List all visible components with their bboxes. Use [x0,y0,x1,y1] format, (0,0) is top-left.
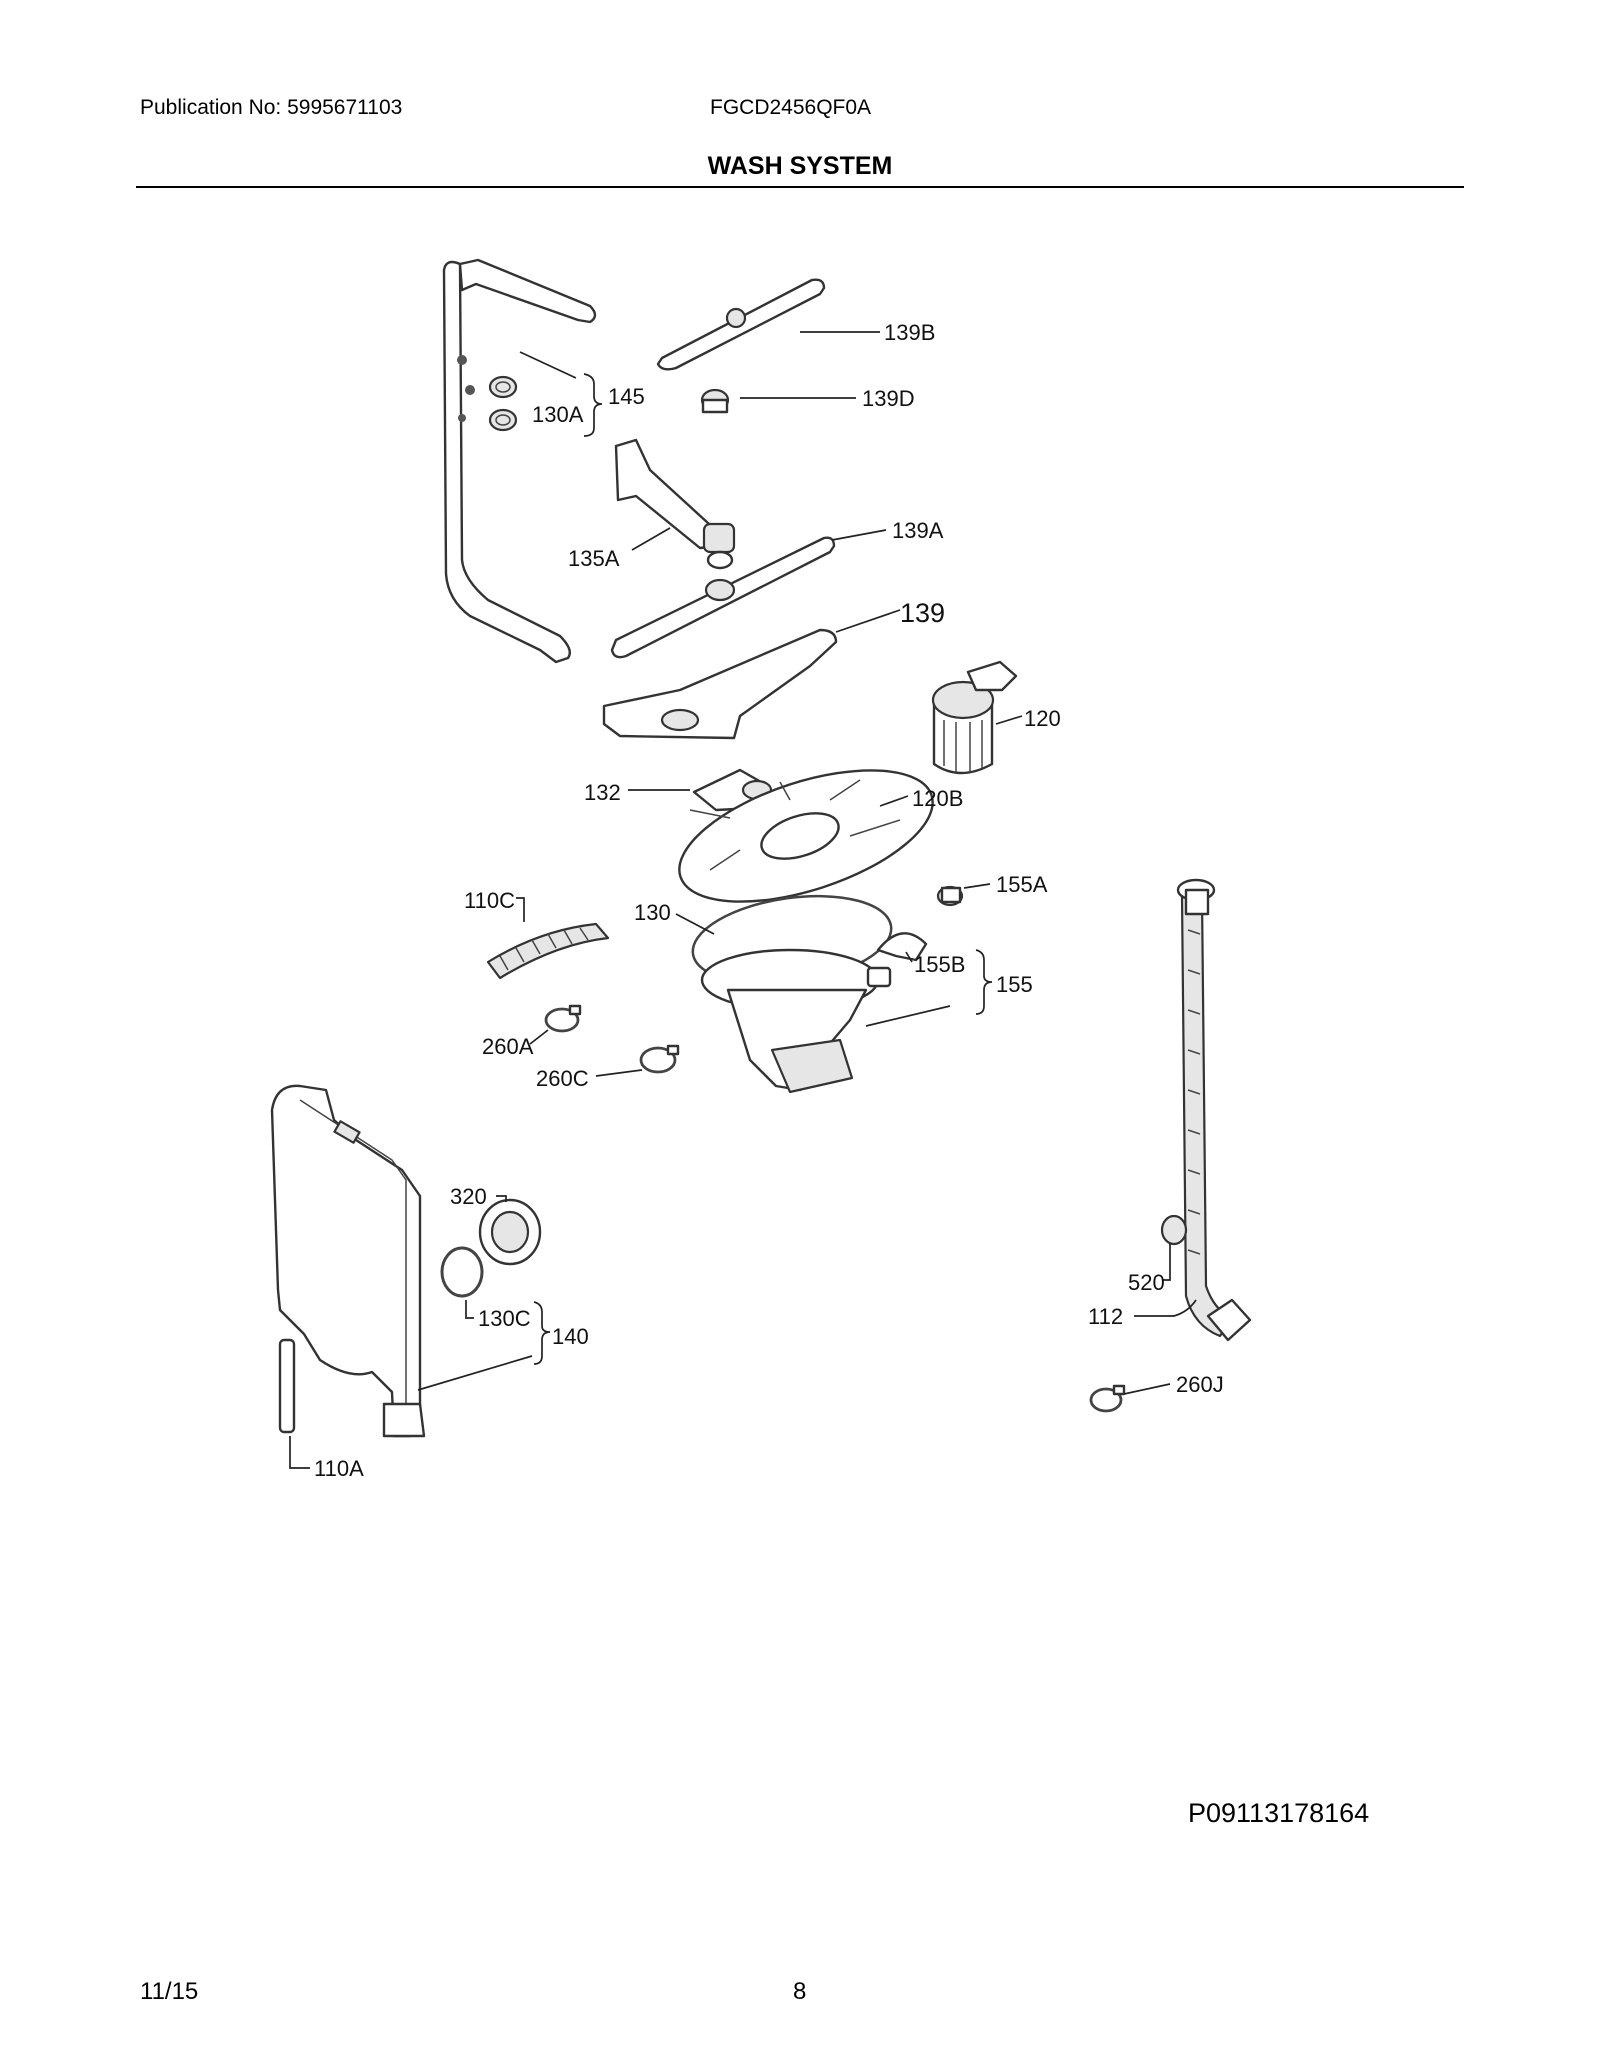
label-155: 155 [996,972,1033,997]
part-139D-nut [700,388,730,414]
part-520-clip [1160,1214,1188,1246]
part-260A-clamp [544,1004,582,1033]
part-139-lower-spray-arm [602,628,838,740]
part-145-supply-tube [442,258,597,664]
part-139A-spray-arm [610,536,836,659]
label-520: 520 [1128,1270,1165,1295]
label-130A: 130A [532,402,584,427]
part-155-sump-pump [700,948,892,1094]
part-155A-fitting [936,885,964,907]
part-139B-upper-spray-arm [656,278,826,371]
label-139A: 139A [892,518,944,543]
section-title: WASH SYSTEM [707,152,893,180]
header-rule [136,186,1464,188]
label-130C: 130C [478,1306,531,1331]
part-140-inlet-assembly [270,1084,426,1438]
leader-lines [289,331,1197,1469]
label-260J: 260J [1176,1372,1224,1397]
label-135A: 135A [568,546,620,571]
label-155B: 155B [914,952,965,977]
part-135A-manifold [614,438,736,570]
page-number: 8 [793,1978,807,2005]
footer-date: 11/15 [140,1978,199,2005]
label-140: 140 [552,1324,589,1349]
part-155B-cover [876,932,928,962]
label-260A: 260A [482,1034,534,1059]
label-139: 139 [900,598,945,628]
label-320: 320 [450,1184,487,1209]
publication-number: Publication No: 5995671103 [140,96,403,119]
label-145: 145 [608,384,645,409]
label-120B: 120B [912,786,963,811]
label-120: 120 [1024,706,1061,731]
label-112: 112 [1088,1304,1123,1329]
part-110A-tube [278,1338,296,1434]
callout-labels: 139B 139D 145 130A 135A 139A 139 120 132… [314,320,1224,1481]
label-110C: 110C [464,888,515,913]
model-number: FGCD2456QF0A [710,96,872,119]
part-320-gasket [478,1198,542,1266]
label-260C: 260C [536,1066,589,1091]
label-139D: 139D [862,386,915,411]
part-110C-hose [486,922,610,980]
part-120B-filter-plate [678,769,934,903]
part-130A-seals [488,375,518,432]
label-155A: 155A [996,872,1048,897]
part-260C-clamp [639,1044,680,1074]
part-130C-seal [440,1246,484,1298]
diagram-code: P09113178164 [1188,1798,1370,1828]
part-112-drain-hose [1176,878,1252,1342]
label-132: 132 [584,780,621,805]
label-130: 130 [634,900,671,925]
label-139B: 139B [884,320,935,345]
label-110A: 110A [314,1456,364,1481]
part-260J-clamp [1089,1384,1126,1413]
part-120-filter [931,660,1018,775]
